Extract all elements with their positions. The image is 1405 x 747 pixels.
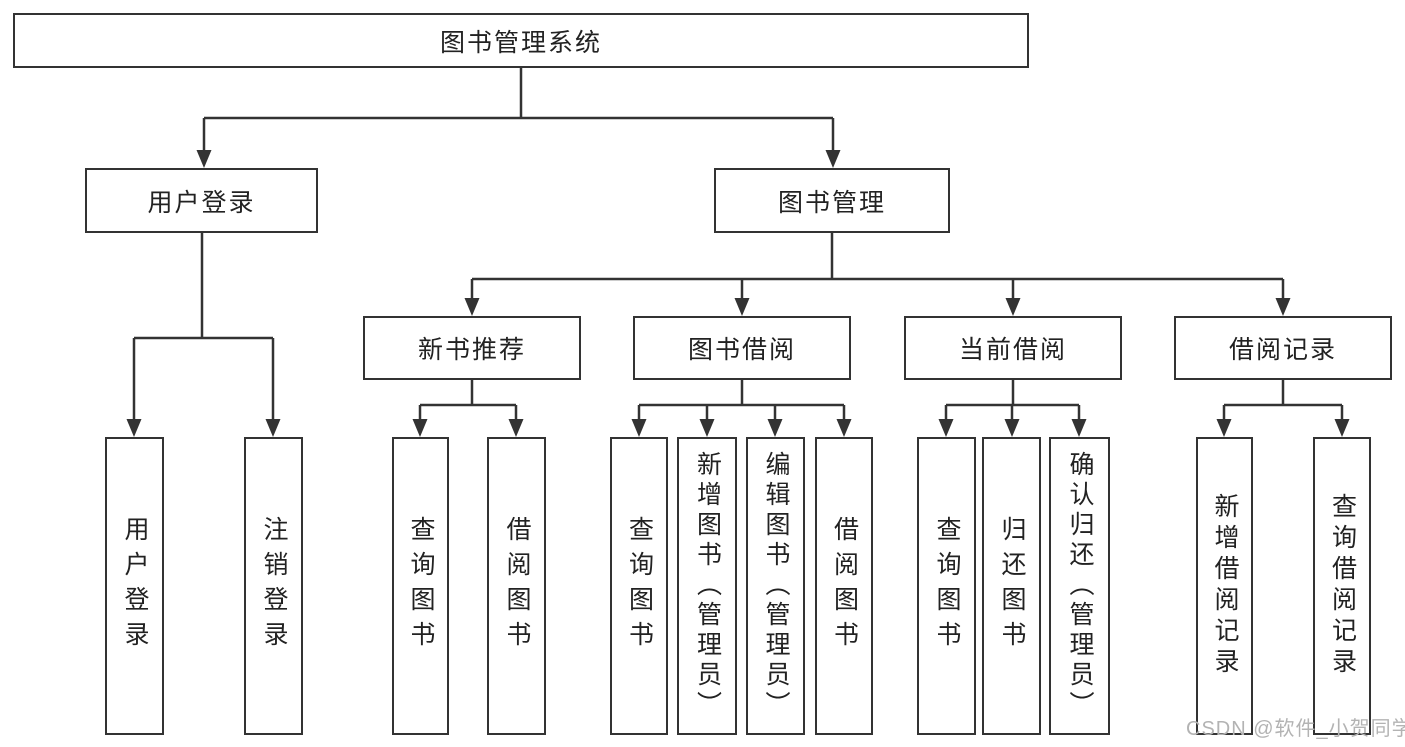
node-borrowing-records: 借阅记录 bbox=[1174, 316, 1392, 380]
node-current-borrowing: 当前借阅 bbox=[904, 316, 1122, 380]
connector-new-book-recommendation bbox=[412, 380, 524, 437]
connector-book-borrowing bbox=[631, 380, 852, 437]
leaf-bb-edit-books-admin: 编辑图书（管理员） bbox=[746, 437, 805, 735]
leaf-cb-confirm-return-admin: 确认归还（管理员） bbox=[1049, 437, 1110, 735]
leaf-user-login: 用户登录 bbox=[105, 437, 164, 735]
connector-user-login bbox=[126, 233, 281, 437]
node-book-borrowing: 图书借阅 bbox=[633, 316, 851, 380]
connector-borrowing-records bbox=[1216, 380, 1350, 437]
leaf-bb-query-books: 查询图书 bbox=[610, 437, 668, 735]
node-root: 图书管理系统 bbox=[13, 13, 1029, 68]
leaf-br-query-borrow-record: 查询借阅记录 bbox=[1313, 437, 1371, 735]
connector-book-management bbox=[464, 233, 1291, 316]
leaf-bb-borrow-books: 借阅图书 bbox=[815, 437, 873, 735]
leaf-nbr-borrow-books: 借阅图书 bbox=[487, 437, 546, 735]
node-user-login: 用户登录 bbox=[85, 168, 318, 233]
leaf-br-add-borrow-record: 新增借阅记录 bbox=[1196, 437, 1253, 735]
leaf-cb-return-books: 归还图书 bbox=[982, 437, 1041, 735]
node-book-management: 图书管理 bbox=[714, 168, 950, 233]
leaf-nbr-query-books: 查询图书 bbox=[392, 437, 449, 735]
connector-root bbox=[196, 68, 841, 168]
leaf-bb-add-books-admin: 新增图书（管理员） bbox=[677, 437, 737, 735]
leaf-cb-query-books: 查询图书 bbox=[917, 437, 976, 735]
watermark: CSDN @软件_小贺同学 bbox=[1186, 718, 1405, 740]
leaf-logout: 注销登录 bbox=[244, 437, 303, 735]
node-new-book-recommendation: 新书推荐 bbox=[363, 316, 581, 380]
connector-current-borrowing bbox=[938, 380, 1087, 437]
